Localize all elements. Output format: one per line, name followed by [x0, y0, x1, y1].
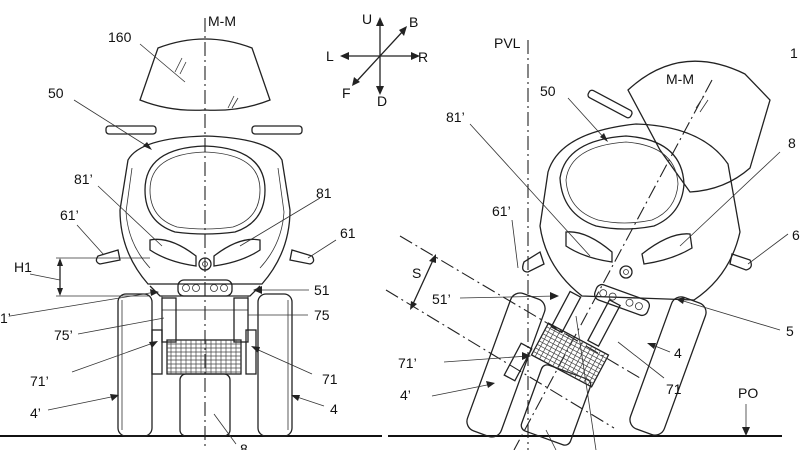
- light-cluster-tilted: [593, 283, 651, 317]
- label-4-right: 4: [674, 345, 682, 361]
- headlight-right-tilted: [641, 233, 693, 265]
- label-50-right: 50: [540, 83, 556, 99]
- indicator-right: [289, 249, 315, 265]
- label-71p-left: 71’: [30, 373, 49, 389]
- midplane-line-right: [513, 79, 713, 450]
- wheel-right-tilted: [629, 296, 707, 436]
- front-fairing: [119, 135, 291, 285]
- label-4p-left: 4’: [30, 405, 41, 421]
- label-50-left: 50: [48, 85, 64, 101]
- legend-down: D: [377, 93, 387, 109]
- label-51-left: 51: [314, 282, 330, 298]
- indicator-left-tilted: [522, 251, 545, 273]
- label-61-left: 61: [340, 225, 356, 241]
- right-view: PVL M-M 50 81’ 8 1 61’ 6 S 51’ 5 71’ 4 7…: [385, 35, 800, 450]
- label-mm-left: M-M: [208, 13, 236, 29]
- label-81p-left: 81’: [74, 171, 93, 187]
- label-61p-left: 61’: [60, 207, 79, 223]
- legend-left: L: [326, 48, 334, 64]
- label-1-right: 1: [790, 45, 798, 61]
- mudguard-left: [151, 329, 163, 375]
- label-h1: H1: [14, 259, 32, 275]
- label-75p: 75’: [54, 327, 73, 343]
- label-71p-right: 71’: [398, 355, 417, 371]
- headlight-left-tilted: [565, 231, 613, 263]
- wheel-left: [117, 293, 153, 437]
- label-pvl: PVL: [494, 35, 521, 51]
- wheel-center-tilted: [520, 364, 592, 446]
- label-71-left: 71: [322, 371, 338, 387]
- indicator-left: [95, 249, 121, 265]
- legend-up: U: [362, 11, 372, 27]
- legend-front: F: [342, 85, 351, 101]
- label-81p-right: 81’: [446, 109, 465, 125]
- label-81-left: 81: [316, 185, 332, 201]
- label-61p-right: 61’: [492, 203, 511, 219]
- left-view: M-M 160 50 81’ 81 61’ 61 H1 1’ 51 75’ 75…: [0, 13, 382, 450]
- fork-tube-left: [161, 297, 177, 343]
- front-fairing-tilted: [539, 123, 741, 301]
- display-panel: [144, 145, 266, 235]
- windshield-tilted: [627, 60, 771, 193]
- label-s: S: [412, 265, 421, 281]
- wheel-left-tilted: [466, 292, 546, 438]
- label-1p: 1’: [0, 310, 11, 326]
- label-8: 8: [240, 441, 248, 450]
- label-51p: 51’: [432, 291, 451, 307]
- label-6-right: 6: [792, 227, 800, 243]
- headlight-left: [149, 238, 197, 267]
- label-71-right: 71: [666, 381, 682, 397]
- direction-legend: U D L R B F: [326, 11, 428, 109]
- indicator-right-tilted: [729, 253, 752, 271]
- legend-right: R: [418, 49, 428, 65]
- label-5-right: 5: [786, 323, 794, 339]
- label-4-left: 4: [330, 401, 338, 417]
- radiator-grill: [166, 339, 242, 375]
- label-8-right: 8: [788, 135, 796, 151]
- handlebar-left: [105, 125, 157, 135]
- radiator-grill-tilted: [530, 322, 610, 388]
- mudguard-right: [245, 329, 257, 375]
- label-po: PO: [738, 385, 758, 401]
- handlebar-right: [251, 125, 303, 135]
- label-160: 160: [108, 29, 132, 45]
- label-mm-right: M-M: [666, 71, 694, 87]
- label-75: 75: [314, 307, 330, 323]
- display-panel-tilted: [559, 135, 685, 230]
- legend-back: B: [409, 14, 418, 30]
- label-4p-right: 4’: [400, 387, 411, 403]
- windshield: [139, 38, 271, 111]
- headlight-right: [213, 238, 261, 267]
